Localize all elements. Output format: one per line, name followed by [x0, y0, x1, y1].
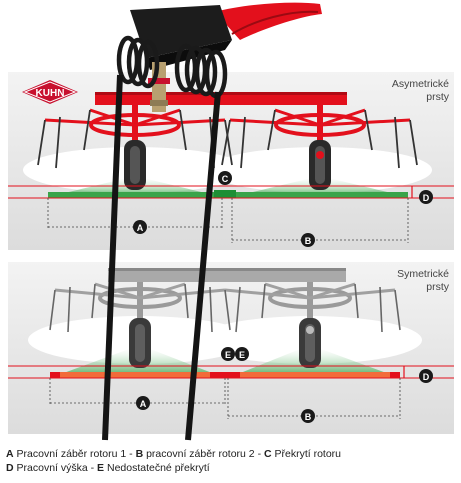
- marker-b-bottom: B: [301, 409, 315, 423]
- rotor-1-bottom: [98, 282, 182, 322]
- svg-text:D: D: [423, 372, 430, 382]
- marker-d-top: D: [419, 190, 433, 204]
- svg-text:A: A: [137, 223, 144, 233]
- logo-text: KUHN: [36, 88, 65, 99]
- marker-c-top: C: [218, 171, 232, 185]
- bottom-panel-label-line1: Symetrické: [397, 268, 449, 280]
- svg-text:B: B: [305, 236, 312, 246]
- rotor-2-bottom: [268, 282, 352, 322]
- wheel-2-top: [309, 140, 331, 190]
- svg-text:A: A: [140, 399, 147, 409]
- svg-text:B: B: [305, 412, 312, 422]
- wheel-1-bottom: [129, 318, 151, 368]
- top-panel-label: Asymetrické prsty: [392, 78, 449, 104]
- legend-line-2: D Pracovní výška - E Nedostatečné překry…: [6, 462, 210, 474]
- svg-text:D: D: [423, 193, 430, 203]
- marker-a-bottom: A: [136, 396, 150, 410]
- marker-e-bottom-1: E: [221, 347, 235, 361]
- top-panel: [8, 72, 454, 250]
- tine-spring-closeup: [102, 2, 322, 441]
- kuhn-logo: KUHN: [22, 80, 78, 104]
- bottom-panel-label-line2: prsty: [426, 281, 449, 293]
- marker-a-top: A: [133, 220, 147, 234]
- wheel-2-bottom: [299, 318, 321, 368]
- svg-text:E: E: [239, 350, 245, 360]
- svg-text:C: C: [222, 174, 229, 184]
- marker-b-top: B: [301, 233, 315, 247]
- wheel-1-top: [124, 140, 146, 190]
- top-panel-label-line2: prsty: [426, 91, 449, 103]
- legend-line-1: A Pracovní záběr rotoru 1 - B pracovní z…: [6, 448, 342, 460]
- svg-text:E: E: [225, 350, 231, 360]
- marker-d-bottom: D: [419, 369, 433, 383]
- marker-e-bottom-2: E: [235, 347, 249, 361]
- bottom-panel-label: Symetrické prsty: [397, 268, 449, 294]
- top-panel-label-line1: Asymetrické: [391, 78, 449, 90]
